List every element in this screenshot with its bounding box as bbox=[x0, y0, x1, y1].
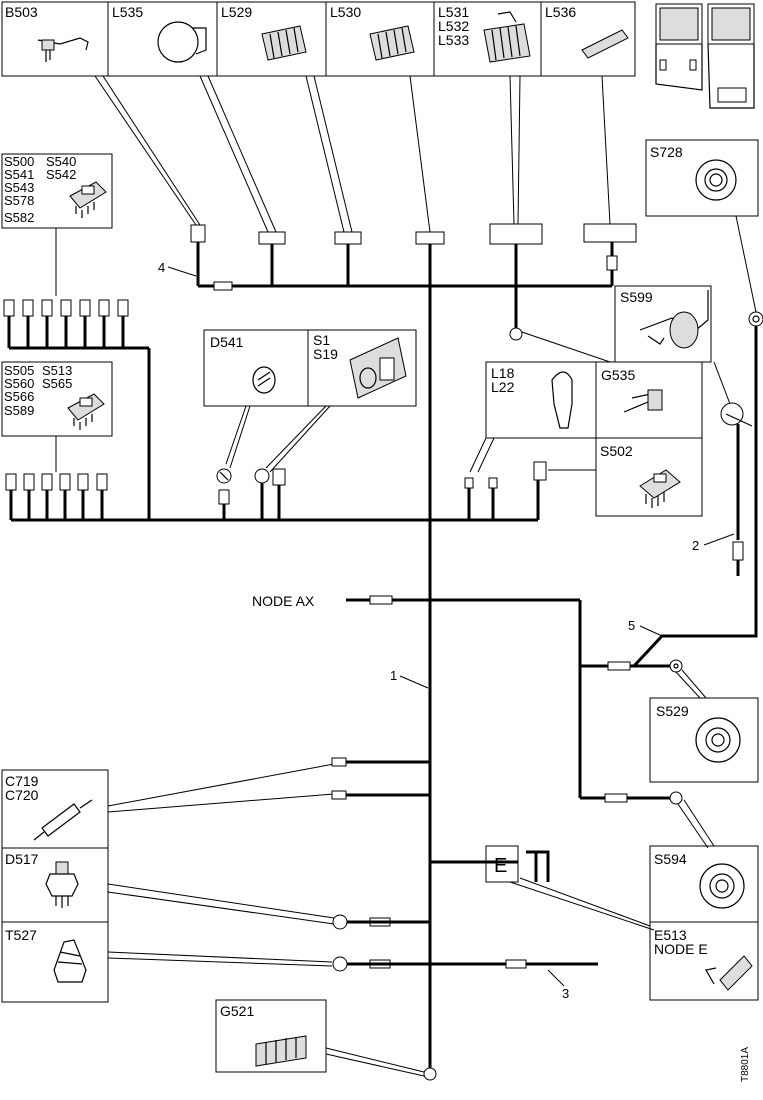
block-s502: S502 bbox=[533, 437, 703, 520]
block-d541-s1: D541 S1 S19 bbox=[203, 329, 417, 520]
label-s1: S1 bbox=[313, 332, 330, 348]
switch-s1-icon bbox=[349, 337, 407, 399]
label-l531: L531 bbox=[438, 4, 469, 20]
label-s542: S542 bbox=[46, 167, 76, 182]
label-g535: G535 bbox=[601, 367, 635, 383]
label-b503: B503 bbox=[5, 4, 38, 20]
label-l532: L532 bbox=[438, 18, 469, 34]
label-s502: S502 bbox=[600, 443, 633, 459]
connector-l530 bbox=[415, 231, 445, 245]
block-s529: S529 bbox=[649, 669, 759, 783]
label-c720: C720 bbox=[5, 787, 39, 803]
lamp-l536-icon bbox=[581, 29, 629, 59]
node-ax-label: NODE AX bbox=[252, 593, 315, 609]
label-s582: S582 bbox=[4, 210, 34, 225]
switch-s599-icon bbox=[639, 290, 709, 349]
transformer-t527-icon bbox=[53, 939, 87, 983]
connector-l535 bbox=[258, 231, 286, 245]
connector-l529 bbox=[334, 231, 362, 245]
upper-harness: 4 bbox=[94, 75, 637, 330]
block-c719: C719 C720 bbox=[1, 757, 430, 849]
switch-bank-s500: S500 S540 S541 S542 S543 S578 S582 bbox=[1, 153, 149, 350]
reference-code: T8801A bbox=[740, 1047, 751, 1082]
wire-number-1: 1 bbox=[390, 668, 397, 683]
label-s599: S599 bbox=[620, 289, 653, 305]
label-l535: L535 bbox=[112, 4, 143, 20]
ground-g521-icon bbox=[255, 1035, 307, 1067]
block-t527: T527 3 bbox=[1, 921, 598, 1003]
switch-s594-icon bbox=[699, 863, 745, 909]
label-s529: S529 bbox=[656, 703, 689, 719]
node-e-box bbox=[485, 845, 519, 883]
block-e513: E513 NODE E E bbox=[430, 845, 759, 1001]
node-e-box-label: E bbox=[494, 855, 507, 877]
ground-g535-icon bbox=[623, 389, 663, 413]
label-node-e: NODE E bbox=[654, 941, 708, 957]
sensor-b503-icon bbox=[37, 37, 89, 62]
splice-upper bbox=[213, 281, 233, 291]
block-l18-g535: L18 L22 G535 bbox=[464, 327, 703, 520]
label-s513: S513 bbox=[42, 363, 72, 378]
node-ax: NODE AX bbox=[252, 593, 580, 609]
label-l18: L18 bbox=[491, 365, 515, 381]
lamp-l531-cluster-icon bbox=[483, 11, 531, 63]
label-g521: G521 bbox=[220, 1003, 254, 1019]
block-g521: G521 bbox=[215, 999, 437, 1081]
switch-s728-icon bbox=[695, 159, 737, 201]
connector-l531 bbox=[489, 223, 543, 245]
connector-b503 bbox=[190, 224, 206, 243]
block-s599: S599 bbox=[614, 285, 753, 427]
capacitor-c719-icon bbox=[33, 799, 93, 841]
switch-s505-icon bbox=[67, 393, 105, 430]
lamp-l535-icon bbox=[157, 21, 207, 63]
switch-s502-icon bbox=[639, 469, 681, 508]
label-l533: L533 bbox=[438, 32, 469, 48]
switch-s500-icon bbox=[69, 181, 107, 218]
label-l536: L536 bbox=[545, 4, 576, 20]
label-l530: L530 bbox=[330, 4, 361, 20]
label-l529: L529 bbox=[221, 4, 252, 20]
label-s578: S578 bbox=[4, 193, 34, 208]
label-e513: E513 bbox=[654, 927, 687, 943]
diode-d517-icon bbox=[45, 861, 79, 908]
label-s500: S500 bbox=[4, 154, 34, 169]
label-s589: S589 bbox=[4, 403, 34, 418]
module-e513-icon bbox=[705, 955, 753, 991]
label-s728: S728 bbox=[650, 144, 683, 160]
switch-bank-s505: S505 S513 S560 S565 S566 S589 bbox=[1, 361, 113, 520]
connector-l536 bbox=[583, 223, 637, 243]
label-d517: D517 bbox=[5, 851, 39, 867]
label-c719: C719 bbox=[5, 773, 39, 789]
label-d541: D541 bbox=[210, 334, 244, 350]
bulb-l18-icon bbox=[551, 371, 573, 429]
label-s594: S594 bbox=[654, 851, 687, 867]
lamp-l530-icon bbox=[369, 25, 415, 61]
block-s728: S728 bbox=[645, 139, 763, 327]
top-component-strip: B503 L535 L529 L530 L531 L532 L533 L536 bbox=[1, 1, 636, 77]
wire-number-4: 4 bbox=[158, 260, 165, 275]
label-s565: S565 bbox=[42, 376, 72, 391]
vehicle-outline-icon bbox=[655, 3, 755, 109]
label-s505: S505 bbox=[4, 363, 34, 378]
lamp-l529-icon bbox=[261, 25, 307, 61]
wire-number-2: 2 bbox=[692, 538, 699, 553]
diode-d541-icon bbox=[252, 366, 276, 394]
label-s560: S560 bbox=[4, 376, 34, 391]
wire-number-3: 3 bbox=[562, 986, 569, 1001]
block-s594: S594 bbox=[649, 799, 759, 923]
label-s19: S19 bbox=[313, 346, 338, 362]
label-t527: T527 bbox=[5, 927, 37, 943]
switch-s529-icon bbox=[695, 717, 741, 763]
label-l22: L22 bbox=[491, 379, 515, 395]
wire-number-5: 5 bbox=[628, 618, 635, 633]
label-s541: S541 bbox=[4, 167, 34, 182]
label-s543: S543 bbox=[4, 180, 34, 195]
connector-row-top bbox=[3, 299, 129, 317]
label-s566: S566 bbox=[4, 389, 34, 404]
label-s540: S540 bbox=[46, 154, 76, 169]
block-d517: D517 bbox=[1, 847, 430, 930]
connector-row-bottom bbox=[5, 473, 108, 491]
